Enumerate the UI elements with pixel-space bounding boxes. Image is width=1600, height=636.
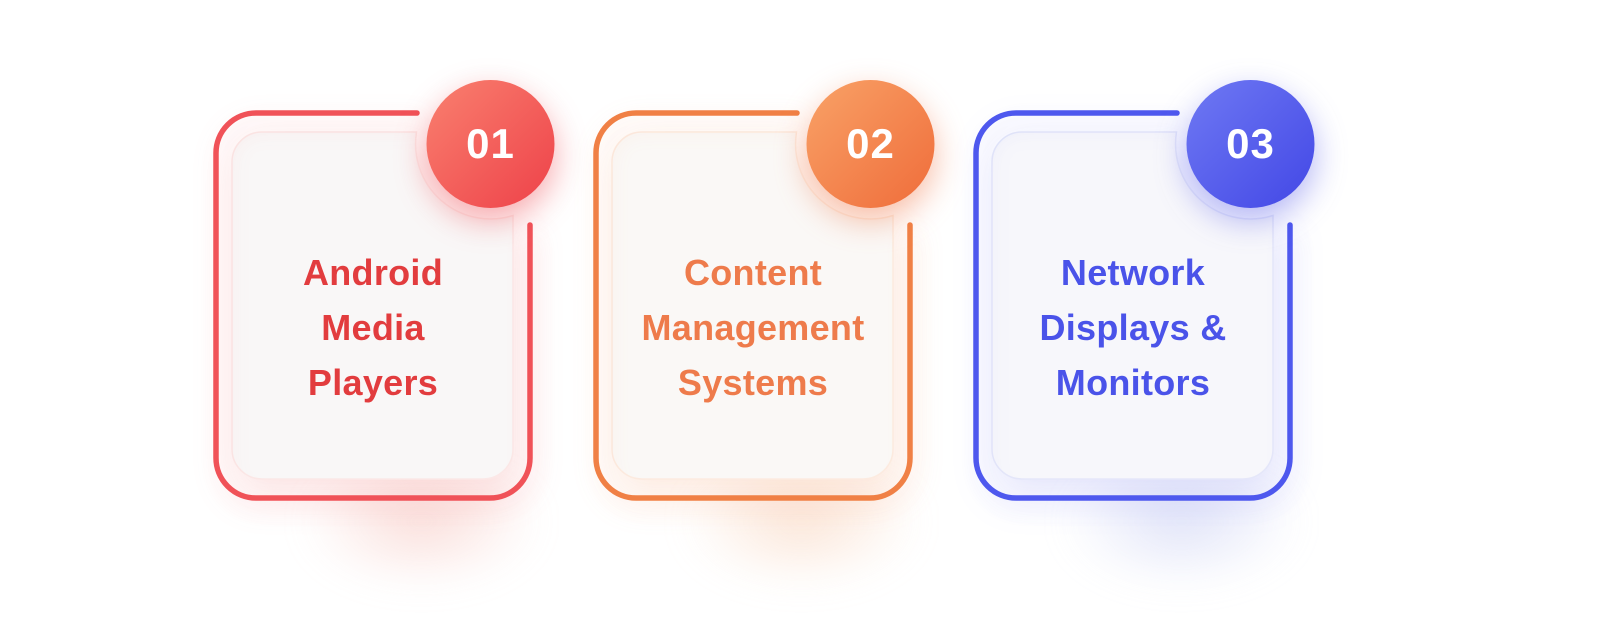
card-title: Network Displays & Monitors [991,245,1275,410]
title-line: Network [1060,252,1206,293]
step-card-1: 01 Android Media Players [213,79,613,636]
badge-circle [426,80,555,208]
card-title: Content Management Systems [611,245,895,410]
title-line: Media [321,307,425,348]
step-card-2: 02 Content Management Systems [593,79,993,636]
step-number: 03 [1226,120,1275,167]
title-line: Management [641,307,865,348]
card-title: Android Media Players [231,245,515,410]
step-number: 01 [466,120,515,167]
step-card-3: 03 Network Displays & Monitors [973,79,1373,636]
steps-row: 01 Android Media Players 0 [213,79,1373,636]
title-line: Players [307,362,439,403]
title-line: Monitors [1055,362,1211,403]
title-line: Content [683,252,823,293]
badge-circle [806,80,935,208]
title-line: Displays & [1039,307,1227,348]
badge-circle [1186,80,1315,208]
title-line: Systems [677,362,829,403]
step-number: 02 [846,120,895,167]
title-line: Android [302,252,444,293]
